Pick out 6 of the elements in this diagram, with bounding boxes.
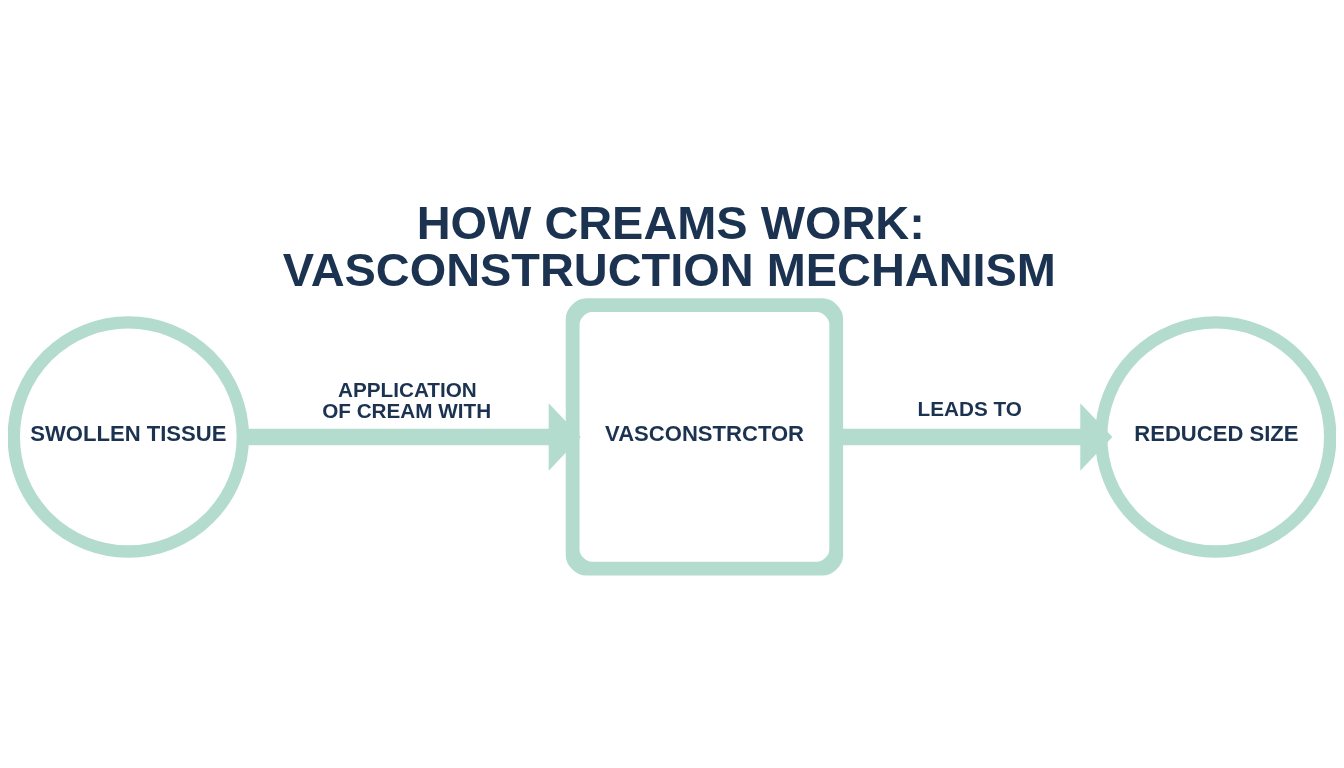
node-box: VASCONSTRCTOR [565,297,844,576]
diagram-title: HOW CREAMS WORK: VASCONSTRUCTION MECHANISM [282,196,1056,296]
node-circle: REDUCED SIZE [1094,315,1336,558]
edge-label: LEADS TO [917,396,1022,420]
edge-label: APPLICATION OF CREAM WITH [322,377,492,422]
node-circle: SWOLLEN TISSUE [8,315,250,558]
